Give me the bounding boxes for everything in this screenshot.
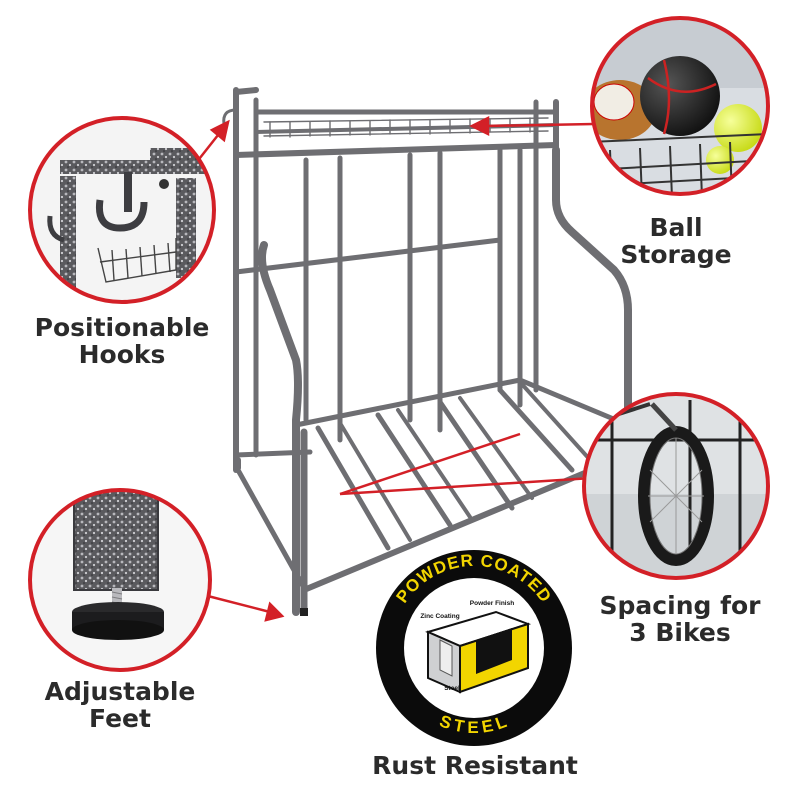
feet-label-line1: Adjustable: [44, 677, 196, 706]
powder-coated-steel-badge: Zinc Coating Powder Finish Steel POWDER …: [376, 550, 572, 746]
bike-rack-frame: [222, 87, 643, 616]
feet-label: Adjustable Feet: [20, 678, 220, 732]
spacing-label-line2: 3 Bikes: [629, 618, 731, 647]
hooks-detail-photo: [28, 116, 216, 304]
ball-storage-label-line2: Storage: [620, 240, 732, 269]
badge-powder-label: Powder Finish: [470, 600, 514, 607]
spacing-label-line1: Spacing for: [599, 591, 761, 620]
ball-storage-label: Ball Storage: [596, 214, 756, 268]
ball-storage-label-line1: Ball: [649, 213, 703, 242]
badge-steel-small-label: Steel: [444, 685, 460, 692]
adjustable-feet-detail-photo: [28, 488, 212, 672]
spacing-label: Spacing for 3 Bikes: [580, 592, 780, 646]
ball-storage-detail-photo: [590, 16, 770, 196]
hooks-label-line2: Hooks: [78, 340, 166, 369]
hooks-label-line1: Positionable: [34, 313, 210, 342]
bike-spacing-detail-photo: [582, 392, 770, 580]
rust-resistant-label: Rust Resistant: [372, 751, 578, 780]
rack-foot: [300, 608, 308, 616]
feet-label-line2: Feet: [89, 704, 151, 733]
hooks-label: Positionable Hooks: [22, 314, 222, 368]
badge-zinc-label: Zinc Coating: [420, 613, 459, 620]
